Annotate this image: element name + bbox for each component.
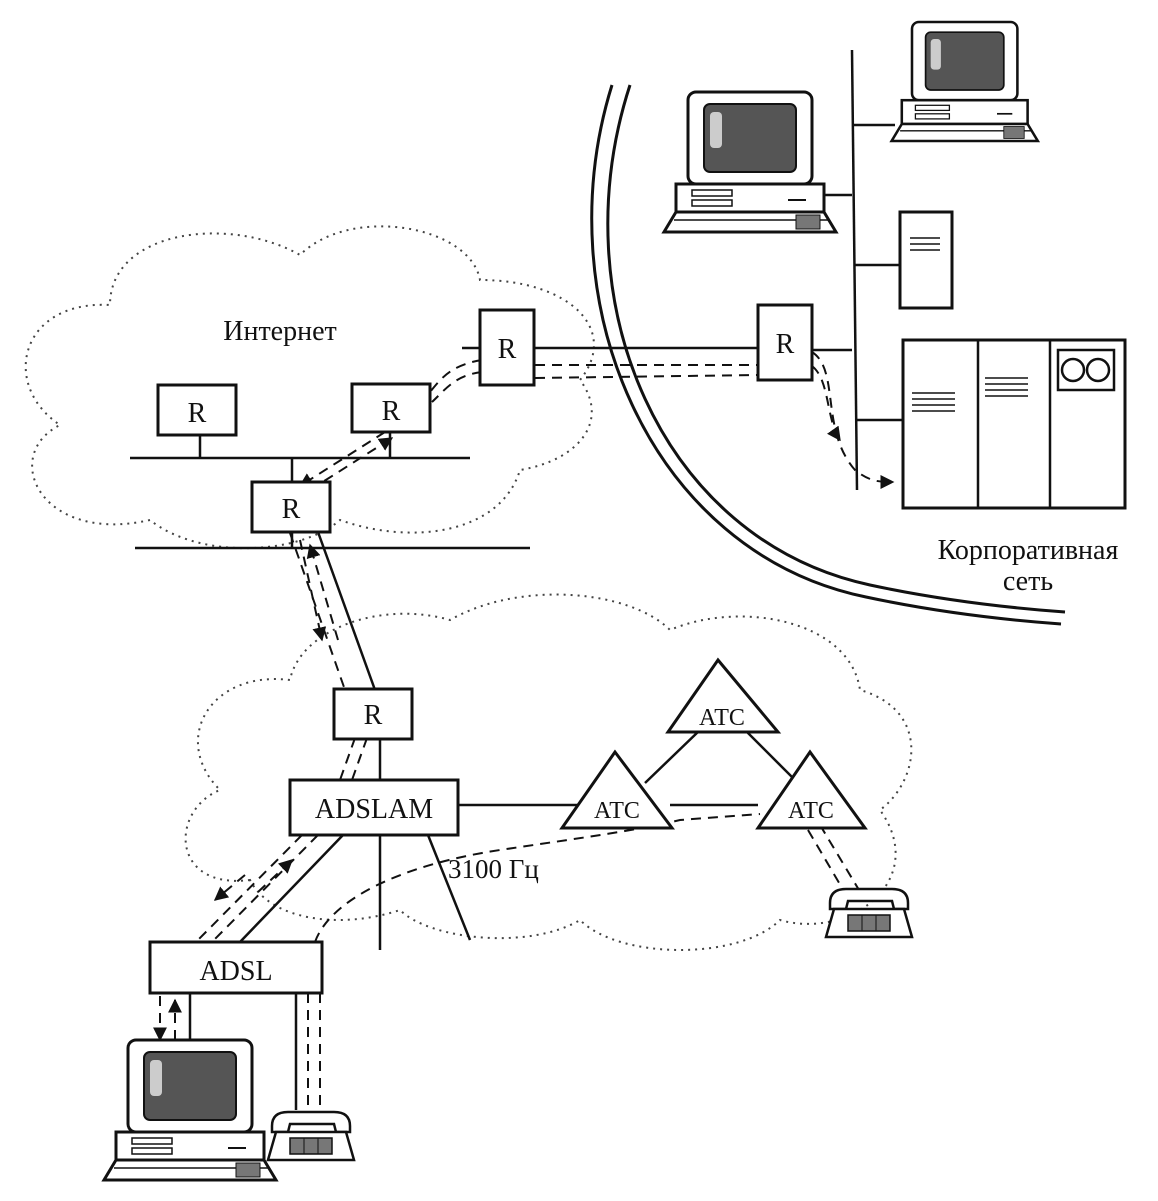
router-internet-lower: R xyxy=(250,480,332,534)
adslam-box: ADSLAM xyxy=(288,778,460,837)
svg-text:ADSLAM: ADSLAM xyxy=(315,794,433,825)
svg-text:R: R xyxy=(364,700,383,731)
telephone-icon xyxy=(824,887,914,939)
desktop-computer-icon xyxy=(102,1038,278,1182)
svg-text:R: R xyxy=(282,494,301,525)
desktop-computer-icon xyxy=(890,20,1040,143)
internet-cloud xyxy=(24,225,595,550)
svg-text:ADSL: ADSL xyxy=(199,956,272,987)
corporate-network-label-line1: Корпоративная xyxy=(938,535,1119,566)
svg-text:АТС: АТС xyxy=(699,705,745,731)
router-corporate: R xyxy=(756,303,814,382)
svg-text:R: R xyxy=(498,334,517,365)
corporate-network-label-line2: сеть xyxy=(1003,566,1053,597)
telephone-icon xyxy=(266,1110,356,1162)
adsl-modem-box: ADSL xyxy=(148,940,324,995)
svg-text:R: R xyxy=(188,398,207,429)
atc-top: АТС xyxy=(665,657,782,734)
atc-left: АТС xyxy=(559,749,675,830)
frequency-label: 3100 Гц xyxy=(448,854,539,884)
corporate-bus xyxy=(850,49,859,491)
mainframe-icon xyxy=(901,338,1127,510)
router-internet-mid: R xyxy=(350,382,432,434)
server-icon xyxy=(898,210,954,310)
desktop-computer-icon xyxy=(662,90,838,234)
svg-text:R: R xyxy=(776,329,795,360)
router-internet-left: R xyxy=(156,383,238,437)
svg-text:АТС: АТС xyxy=(594,798,640,824)
svg-text:АТС: АТС xyxy=(788,798,834,824)
svg-text:R: R xyxy=(382,396,401,427)
router-internet-edge: R xyxy=(478,308,536,387)
atc-right: АТС xyxy=(755,749,868,830)
internet-label: Интернет xyxy=(223,316,337,347)
corporate-boundary xyxy=(606,84,1066,614)
router-provider: R xyxy=(332,687,414,741)
